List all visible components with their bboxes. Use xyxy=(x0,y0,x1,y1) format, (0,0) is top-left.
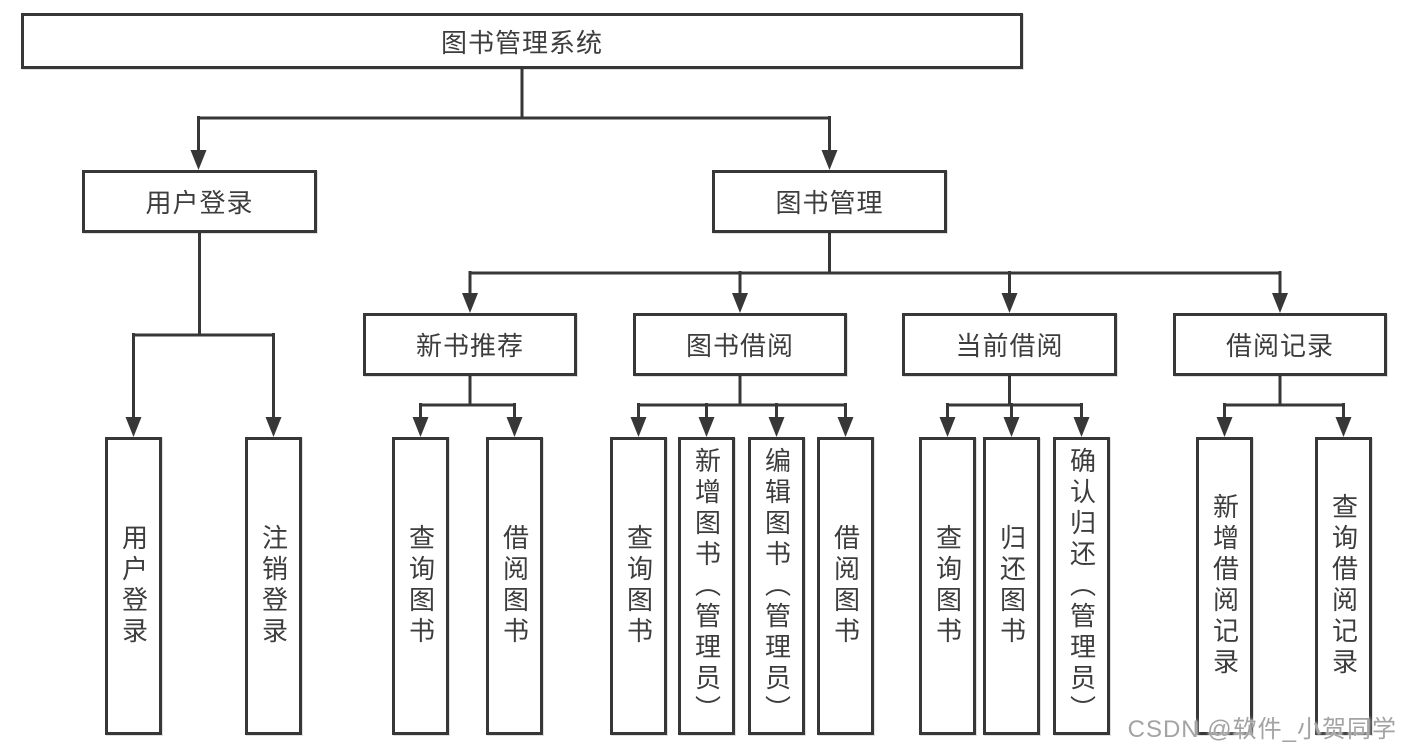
node-label: 新书推荐 xyxy=(415,331,524,361)
node-book-management: 图书管理 xyxy=(712,170,947,233)
node-label: 图书借阅 xyxy=(685,331,794,361)
node-label: 新增图书（管理员） xyxy=(691,446,722,726)
node-label: 借阅记录 xyxy=(1225,331,1334,361)
leaf-query-books: 查询图书 xyxy=(610,437,667,735)
node-label: 图书管理 xyxy=(775,188,884,218)
leaf-query-books-current: 查询图书 xyxy=(919,437,976,735)
node-label: 查询图书 xyxy=(405,524,436,648)
node-label: 借阅图书 xyxy=(830,524,861,648)
leaf-add-borrow-record: 新增借阅记录 xyxy=(1196,437,1253,735)
connector-stems xyxy=(132,69,1345,421)
node-label: 查询借阅记录 xyxy=(1328,493,1359,679)
node-label: 确认归还（管理员） xyxy=(1066,446,1097,726)
node-label: 用户登录 xyxy=(145,188,254,218)
node-label: 当前借阅 xyxy=(955,331,1064,361)
leaf-confirm-return-admin: 确认归还（管理员） xyxy=(1053,437,1110,735)
node-current-borrow: 当前借阅 xyxy=(902,313,1117,376)
leaf-edit-books-admin: 编辑图书（管理员） xyxy=(748,437,805,735)
connector-arrowheads xyxy=(125,150,1352,437)
leaf-query-books-recommend: 查询图书 xyxy=(392,437,449,735)
leaf-logout: 注销登录 xyxy=(245,437,302,735)
node-book-borrow: 图书借阅 xyxy=(633,313,847,376)
node-label: 归还图书 xyxy=(996,524,1027,648)
leaf-query-borrow-record: 查询借阅记录 xyxy=(1315,437,1372,735)
node-label: 查询图书 xyxy=(623,524,654,648)
node-user-login: 用户登录 xyxy=(82,170,317,233)
leaf-borrow-books-recommend: 借阅图书 xyxy=(486,437,543,735)
leaf-borrow-books: 借阅图书 xyxy=(817,437,874,735)
node-label: 用户登录 xyxy=(118,524,149,648)
leaf-user-login: 用户登录 xyxy=(105,437,162,735)
node-new-book-recommend: 新书推荐 xyxy=(363,313,577,376)
node-label: 注销登录 xyxy=(258,524,289,648)
leaf-add-books-admin: 新增图书（管理员） xyxy=(678,437,735,735)
leaf-return-books: 归还图书 xyxy=(983,437,1040,735)
watermark-text: CSDN @软件_小贺同学 xyxy=(1127,716,1397,743)
node-label: 图书管理系统 xyxy=(440,27,603,58)
node-label: 编辑图书（管理员） xyxy=(761,446,792,726)
node-label: 借阅图书 xyxy=(499,524,530,648)
node-borrow-records: 借阅记录 xyxy=(1173,313,1387,376)
node-label: 查询图书 xyxy=(932,524,963,648)
node-root-system: 图书管理系统 xyxy=(21,13,1023,69)
node-label: 新增借阅记录 xyxy=(1209,493,1240,679)
